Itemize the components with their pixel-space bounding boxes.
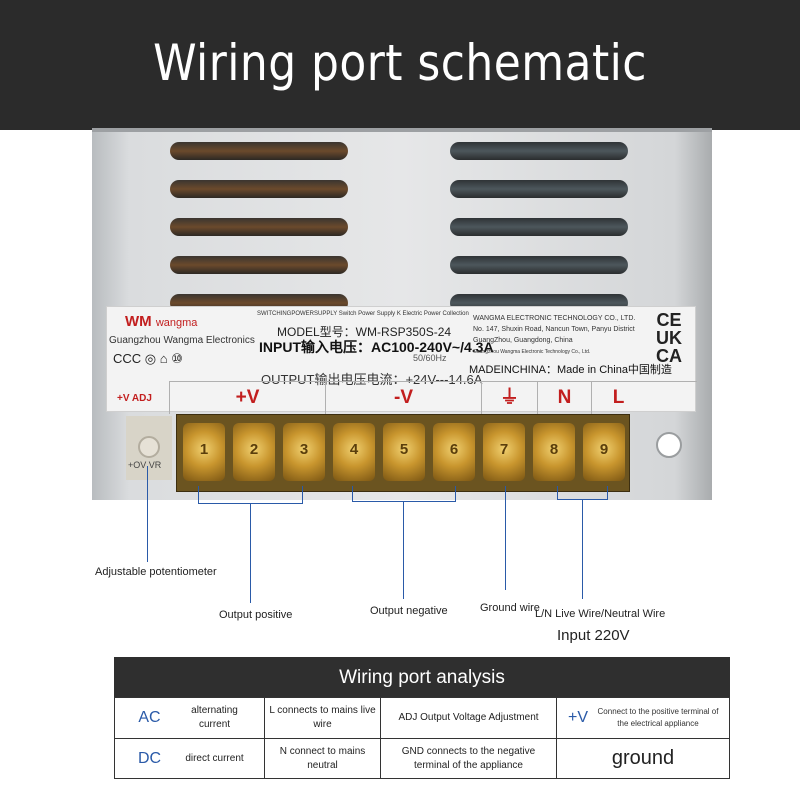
page-title: Wiring port schematic — [153, 34, 647, 92]
label-heading: SWITCHINGPOWERSUPPLY Switch Power Supply… — [257, 311, 469, 317]
terminal-label-l: L — [591, 382, 645, 414]
terminal-screw: 4 — [333, 423, 375, 481]
terminal-screw: 9 — [583, 423, 625, 481]
terminal-screw: 2 — [233, 423, 275, 481]
leader-line — [147, 466, 148, 562]
adjustable-potentiometer: +OV VR — [126, 416, 172, 480]
terminal-block: 1 2 3 4 5 6 7 8 9 — [176, 414, 630, 492]
made-in-china: MADEINCHINA：Made in China中国制造 — [469, 364, 672, 376]
leader-line — [302, 486, 303, 504]
terminal-screw: 5 — [383, 423, 425, 481]
code-vplus: +V — [567, 709, 588, 726]
ca-mark: CA — [656, 346, 682, 366]
leader-line — [505, 486, 506, 590]
potentiometer-knob — [138, 436, 160, 458]
ce-mark: CE — [656, 310, 682, 330]
terminal-label-ground: ⏚ — [481, 382, 537, 414]
table-header: Wiring port analysis — [114, 657, 730, 697]
adj-label: +V ADJ — [117, 393, 152, 404]
callout-output-positive: Output positive — [219, 609, 293, 621]
terminal-labels: +V -V ⏚ N L — [169, 381, 697, 414]
leader-line — [455, 486, 456, 502]
mounting-hole — [656, 432, 682, 458]
desc-l: L connects to mains live wire — [269, 705, 376, 730]
ground-label: ground — [611, 747, 675, 769]
table-cell-n: N connect to mains neutral — [265, 739, 381, 778]
table-cell-dc: DC direct current — [115, 739, 265, 778]
spec-label: WM wangma Guangzhou Wangma Electronics C… — [106, 306, 697, 414]
page-header: Wiring port schematic — [0, 0, 800, 130]
desc-dc: direct current — [185, 752, 244, 764]
leader-line — [198, 486, 199, 504]
leader-line — [352, 486, 353, 502]
vent-slot — [170, 180, 348, 198]
desc-gnd: GND connects to the negative terminal of… — [401, 745, 536, 771]
terminal-screw: 7 — [483, 423, 525, 481]
vent-slot — [450, 142, 628, 160]
code-dc: DC — [137, 749, 162, 767]
vent-slot — [450, 218, 628, 236]
leader-line — [250, 503, 251, 603]
brand-company: Guangzhou Wangma Electronics — [109, 335, 255, 346]
terminal-screw: 8 — [533, 423, 575, 481]
terminal-label-vminus: -V — [325, 382, 481, 414]
leader-line — [403, 501, 404, 599]
table-cell-l: L connects to mains live wire — [265, 698, 381, 739]
desc-n: N connect to mains neutral — [279, 745, 366, 771]
terminal-label-vplus: +V — [169, 382, 325, 414]
uk-mark: UK — [656, 328, 682, 348]
table-cell-gnd: GND connects to the negative terminal of… — [381, 739, 557, 778]
model-number: MODEL型号：WM-RSP350S-24 — [277, 325, 452, 339]
leader-line — [352, 501, 456, 502]
table-cell-ac: AC alternating current — [115, 698, 265, 739]
table-cell-ground: ground — [557, 739, 729, 778]
terminal-label-n: N — [537, 382, 591, 414]
vent-slot — [170, 218, 348, 236]
frequency-rating: 50/60Hz — [413, 353, 447, 363]
certification-icons: CCC ◎ ⌂ ⑩ — [113, 351, 183, 366]
leader-line — [557, 486, 558, 500]
desc-ac: alternating current — [191, 705, 238, 730]
leader-line — [582, 499, 583, 599]
vent-slot — [170, 142, 348, 160]
callout-input-voltage: Input 220V — [557, 627, 630, 644]
desc-adj: ADJ Output Voltage Adjustment — [398, 712, 539, 723]
terminal-screw: 6 — [433, 423, 475, 481]
potentiometer-text: +OV VR — [128, 460, 162, 470]
callout-ln-wire: L/N Live Wire/Neutral Wire — [535, 608, 666, 620]
vent-slot — [170, 256, 348, 274]
compliance-marks: CE UK CA — [647, 311, 691, 365]
callout-potentiometer: Adjustable potentiometer — [95, 566, 217, 578]
input-rating: INPUT输入电压：AC100-240V~/4.3A — [259, 339, 494, 355]
output-rating: OUTPUT输出电压电流：+24V---14.6A — [261, 372, 483, 387]
table-cell-vplus: +V Connect to the positive terminal of t… — [557, 698, 729, 739]
vent-slot — [450, 180, 628, 198]
code-ac: AC — [138, 709, 161, 726]
wiring-table: AC alternating current L connects to mai… — [114, 697, 730, 779]
desc-vplus: Connect to the positive terminal of the … — [597, 707, 719, 728]
top-edge — [92, 128, 712, 132]
table-cell-adj: ADJ Output Voltage Adjustment — [381, 698, 557, 739]
terminal-screw: 1 — [183, 423, 225, 481]
terminal-screw: 3 — [283, 423, 325, 481]
leader-line — [607, 486, 608, 500]
callout-output-negative: Output negative — [370, 605, 448, 617]
manufacturer-address: WANGMA ELECTRONIC TECHNOLOGY CO., LTD. N… — [473, 315, 636, 344]
vent-slot — [450, 256, 628, 274]
manufacturer-name: Guangzhou Wangma Electronic Technology C… — [473, 349, 591, 355]
table-title: Wiring port analysis — [339, 667, 505, 688]
brand-logo: WM wangma — [125, 313, 198, 330]
callout-ground-wire: Ground wire — [480, 602, 540, 614]
